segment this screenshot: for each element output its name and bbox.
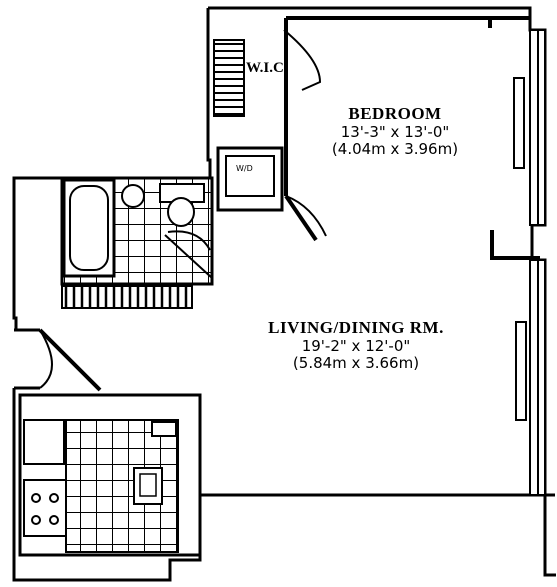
living-dim-imperial: 19'-2" x 12'-0" (301, 336, 411, 355)
kitchen (18, 393, 202, 557)
entry-door-swing (39, 329, 53, 389)
bedroom-door-swing (285, 195, 327, 237)
bedroom-label-block: BEDROOM 13'-3" x 13'-0" (4.04m x 3.96m) (300, 104, 490, 158)
walk-in-closet (213, 29, 322, 117)
bedroom-dim-metric: (4.04m x 3.96m) (331, 139, 459, 158)
living-dim-metric: (5.84m x 3.66m) (292, 353, 420, 372)
washer-dryer-label: W/D (236, 164, 253, 173)
living-label-block: LIVING/DINING RM. 19'-2" x 12'-0" (5.84m… (236, 318, 476, 372)
bedroom-name: BEDROOM (348, 104, 442, 123)
bathroom (60, 176, 214, 286)
hall-closet (61, 285, 193, 309)
windows (513, 29, 546, 496)
wic-label: W.I.C. (246, 60, 288, 76)
bedroom-dim-imperial: 13'-3" x 13'-0" (340, 122, 450, 141)
living-name: LIVING/DINING RM. (268, 318, 444, 337)
washer-dryer-box (225, 155, 275, 197)
